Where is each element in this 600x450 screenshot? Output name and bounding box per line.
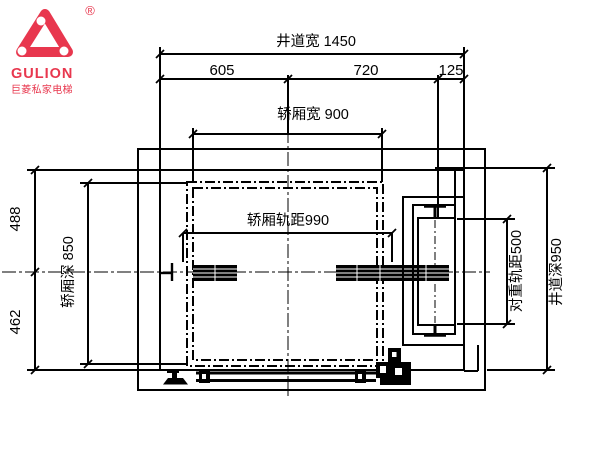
dim-car-rail-gauge: 轿厢轨距990 [247, 212, 329, 229]
door-motor [376, 362, 411, 385]
logo-circle-left [17, 46, 27, 56]
door-guide-pedestal [167, 370, 179, 373]
cwt-rails [424, 204, 446, 337]
shaft-outer-wall [137, 148, 486, 391]
logo-triangle [16, 9, 73, 57]
dim-car-width: 轿厢宽 900 [277, 106, 349, 123]
dim-seg-720: 720 [353, 62, 378, 79]
dim-cwt-rail-gauge: 对重轨距500 [508, 230, 525, 312]
logo-brand-text: GULION [11, 66, 73, 82]
dim-seg-605: 605 [209, 62, 234, 79]
dim-shaft-depth: 井道深950 [548, 238, 565, 306]
dim-car-depth: 轿厢深 850 [60, 236, 77, 308]
dim-depth-462: 462 [7, 309, 24, 334]
car-guide-rails [161, 263, 449, 281]
dim-seg-125: 125 [438, 62, 463, 79]
door-sill [196, 371, 376, 375]
top-dimensions [159, 47, 465, 262]
logo: ® GULION 巨菱私家电梯 [11, 3, 95, 96]
logo-circle-right [59, 46, 69, 56]
door-assembly [163, 345, 479, 385]
dim-depth-488: 488 [7, 206, 24, 231]
right-dimensions [435, 167, 555, 371]
left-dimensions [27, 169, 187, 371]
logo-circle-top [36, 16, 46, 26]
registered-mark: ® [85, 3, 95, 18]
cwt-bracket-outer [402, 196, 465, 346]
top-dim-ticks [155, 49, 469, 238]
logo-tagline: 巨菱私家电梯 [11, 83, 73, 96]
dim-shaft-width: 井道宽 1450 [276, 33, 356, 50]
left-dim-ticks [30, 165, 93, 375]
right-dim-ticks [502, 163, 552, 375]
